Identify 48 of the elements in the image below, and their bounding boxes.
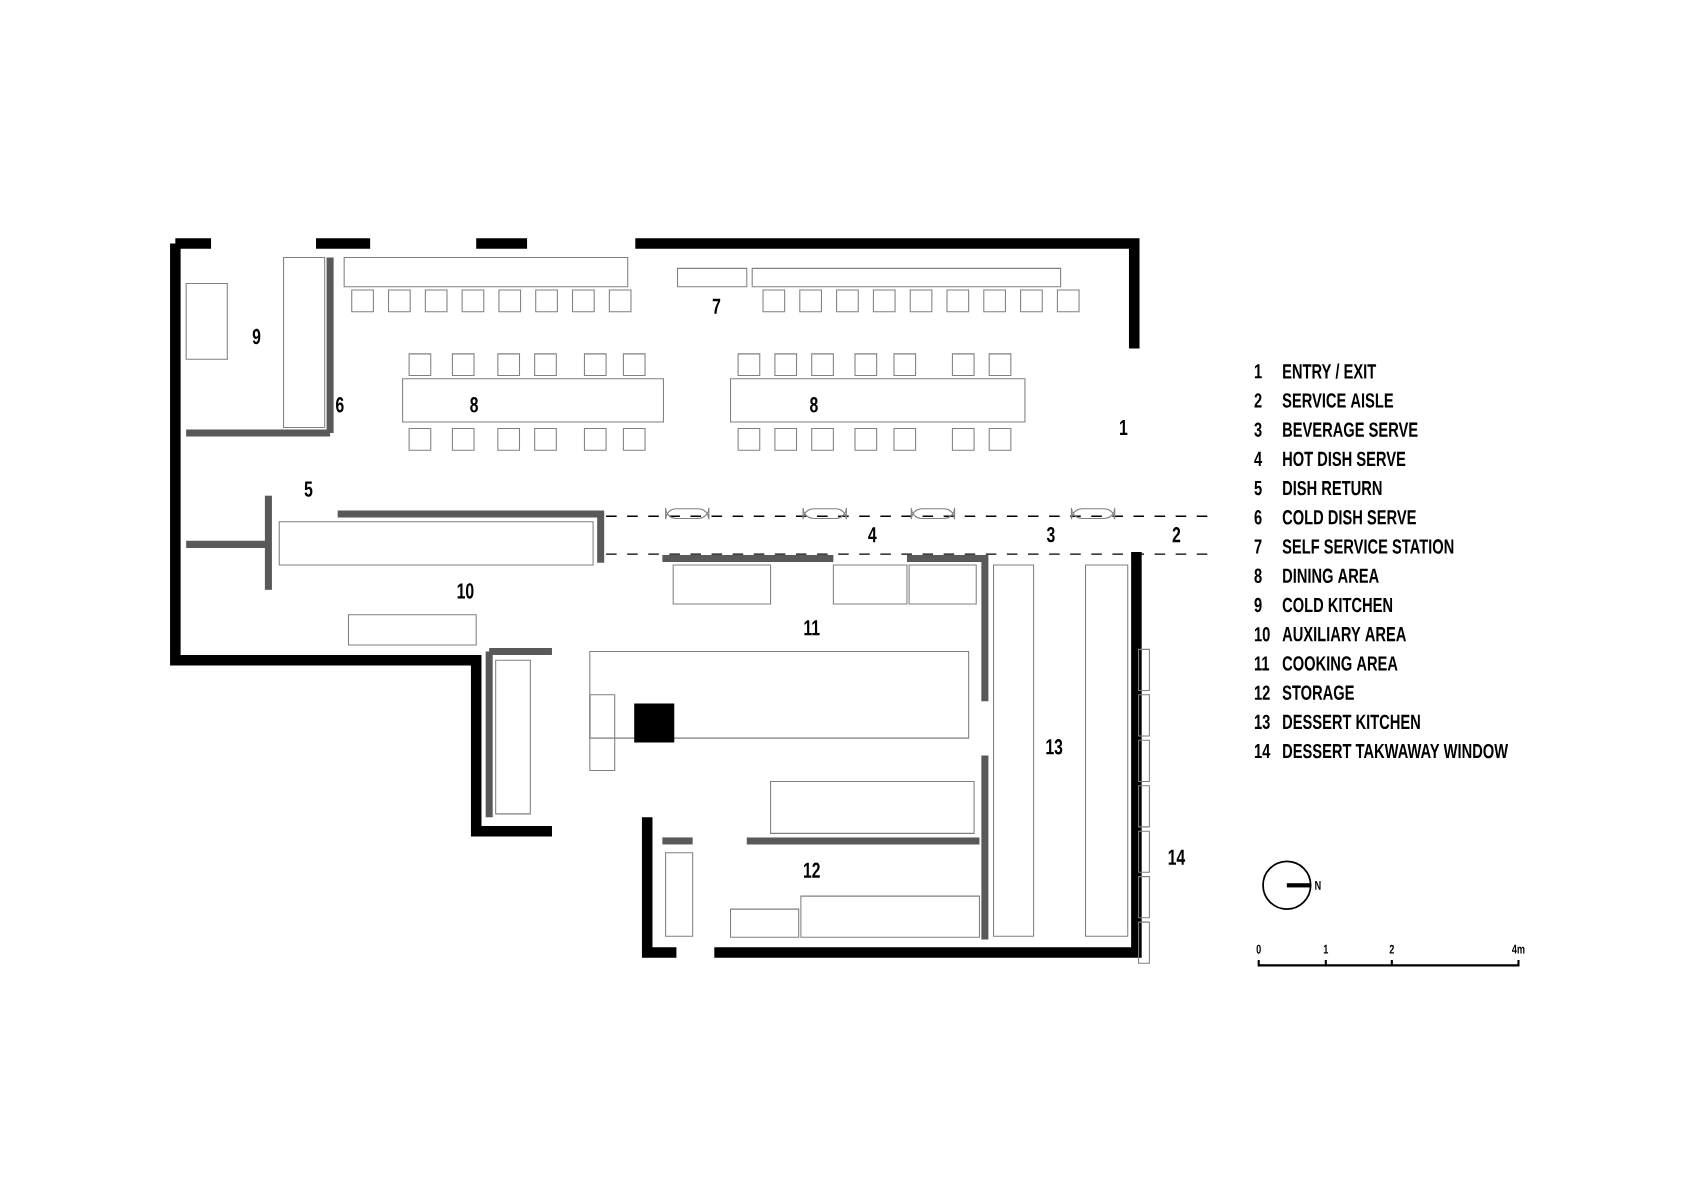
room-number: 14 xyxy=(1168,849,1186,865)
legend-number: 7 xyxy=(1254,539,1262,554)
north-label: N xyxy=(1315,880,1321,890)
legend-number: 10 xyxy=(1254,626,1270,642)
legend-number: 11 xyxy=(1254,656,1270,671)
scale-label: 2 xyxy=(1389,944,1394,954)
legend-number: 9 xyxy=(1254,597,1262,613)
legend-text: DESSERT TAKWAWAY WINDOW xyxy=(1283,743,1509,759)
room-number: 5 xyxy=(304,481,313,497)
legend-number: 4 xyxy=(1254,451,1263,466)
room-number: 9 xyxy=(252,328,261,345)
legend-number: 12 xyxy=(1254,685,1270,700)
legend-text: ENTRY / EXIT xyxy=(1283,363,1377,379)
legend-text: SELF SERVICE STATION xyxy=(1282,539,1454,554)
legend-text: COOKING AREA xyxy=(1282,656,1398,671)
room-number: 2 xyxy=(1172,526,1181,543)
legend-text: DINING AREA xyxy=(1283,568,1379,583)
room-number: 12 xyxy=(804,862,820,878)
room-number: 8 xyxy=(470,396,478,413)
legend-text: COLD KITCHEN xyxy=(1282,597,1393,613)
legend-text: DESSERT KITCHEN xyxy=(1283,714,1420,729)
legend-number: 13 xyxy=(1254,714,1270,729)
legend-number: 5 xyxy=(1254,480,1262,496)
legend-text: STORAGE xyxy=(1282,685,1354,700)
legend-text: DISH RETURN xyxy=(1283,480,1382,496)
legend-number: 3 xyxy=(1254,422,1262,437)
legend-number: 1 xyxy=(1254,364,1262,379)
room-number: 4 xyxy=(868,527,877,543)
room-number: 11 xyxy=(804,620,820,636)
room-number: 1 xyxy=(1120,419,1128,435)
legend-text: COLD DISH SERVE xyxy=(1282,510,1416,525)
legend-text: BEVERAGE SERVE xyxy=(1283,422,1418,437)
legend-text: AUXILIARY AREA xyxy=(1282,626,1406,642)
room-number: 13 xyxy=(1046,738,1063,755)
legend-text: HOT DISH SERVE xyxy=(1283,451,1406,466)
legend-text: SERVICE AISLE xyxy=(1282,393,1394,408)
legend-number: 6 xyxy=(1254,510,1262,525)
room-number: 8 xyxy=(810,396,818,413)
room-number: 10 xyxy=(457,583,474,599)
room-number: 6 xyxy=(336,396,344,413)
scale-label: 4m xyxy=(1511,944,1525,954)
legend-number: 2 xyxy=(1254,393,1262,408)
legend-number: 14 xyxy=(1254,743,1271,758)
legend-number: 8 xyxy=(1254,568,1262,583)
scale-label: 1 xyxy=(1323,944,1329,954)
room-number: 3 xyxy=(1046,526,1055,543)
scale-label: 0 xyxy=(1256,944,1261,954)
room-number: 7 xyxy=(712,298,721,314)
